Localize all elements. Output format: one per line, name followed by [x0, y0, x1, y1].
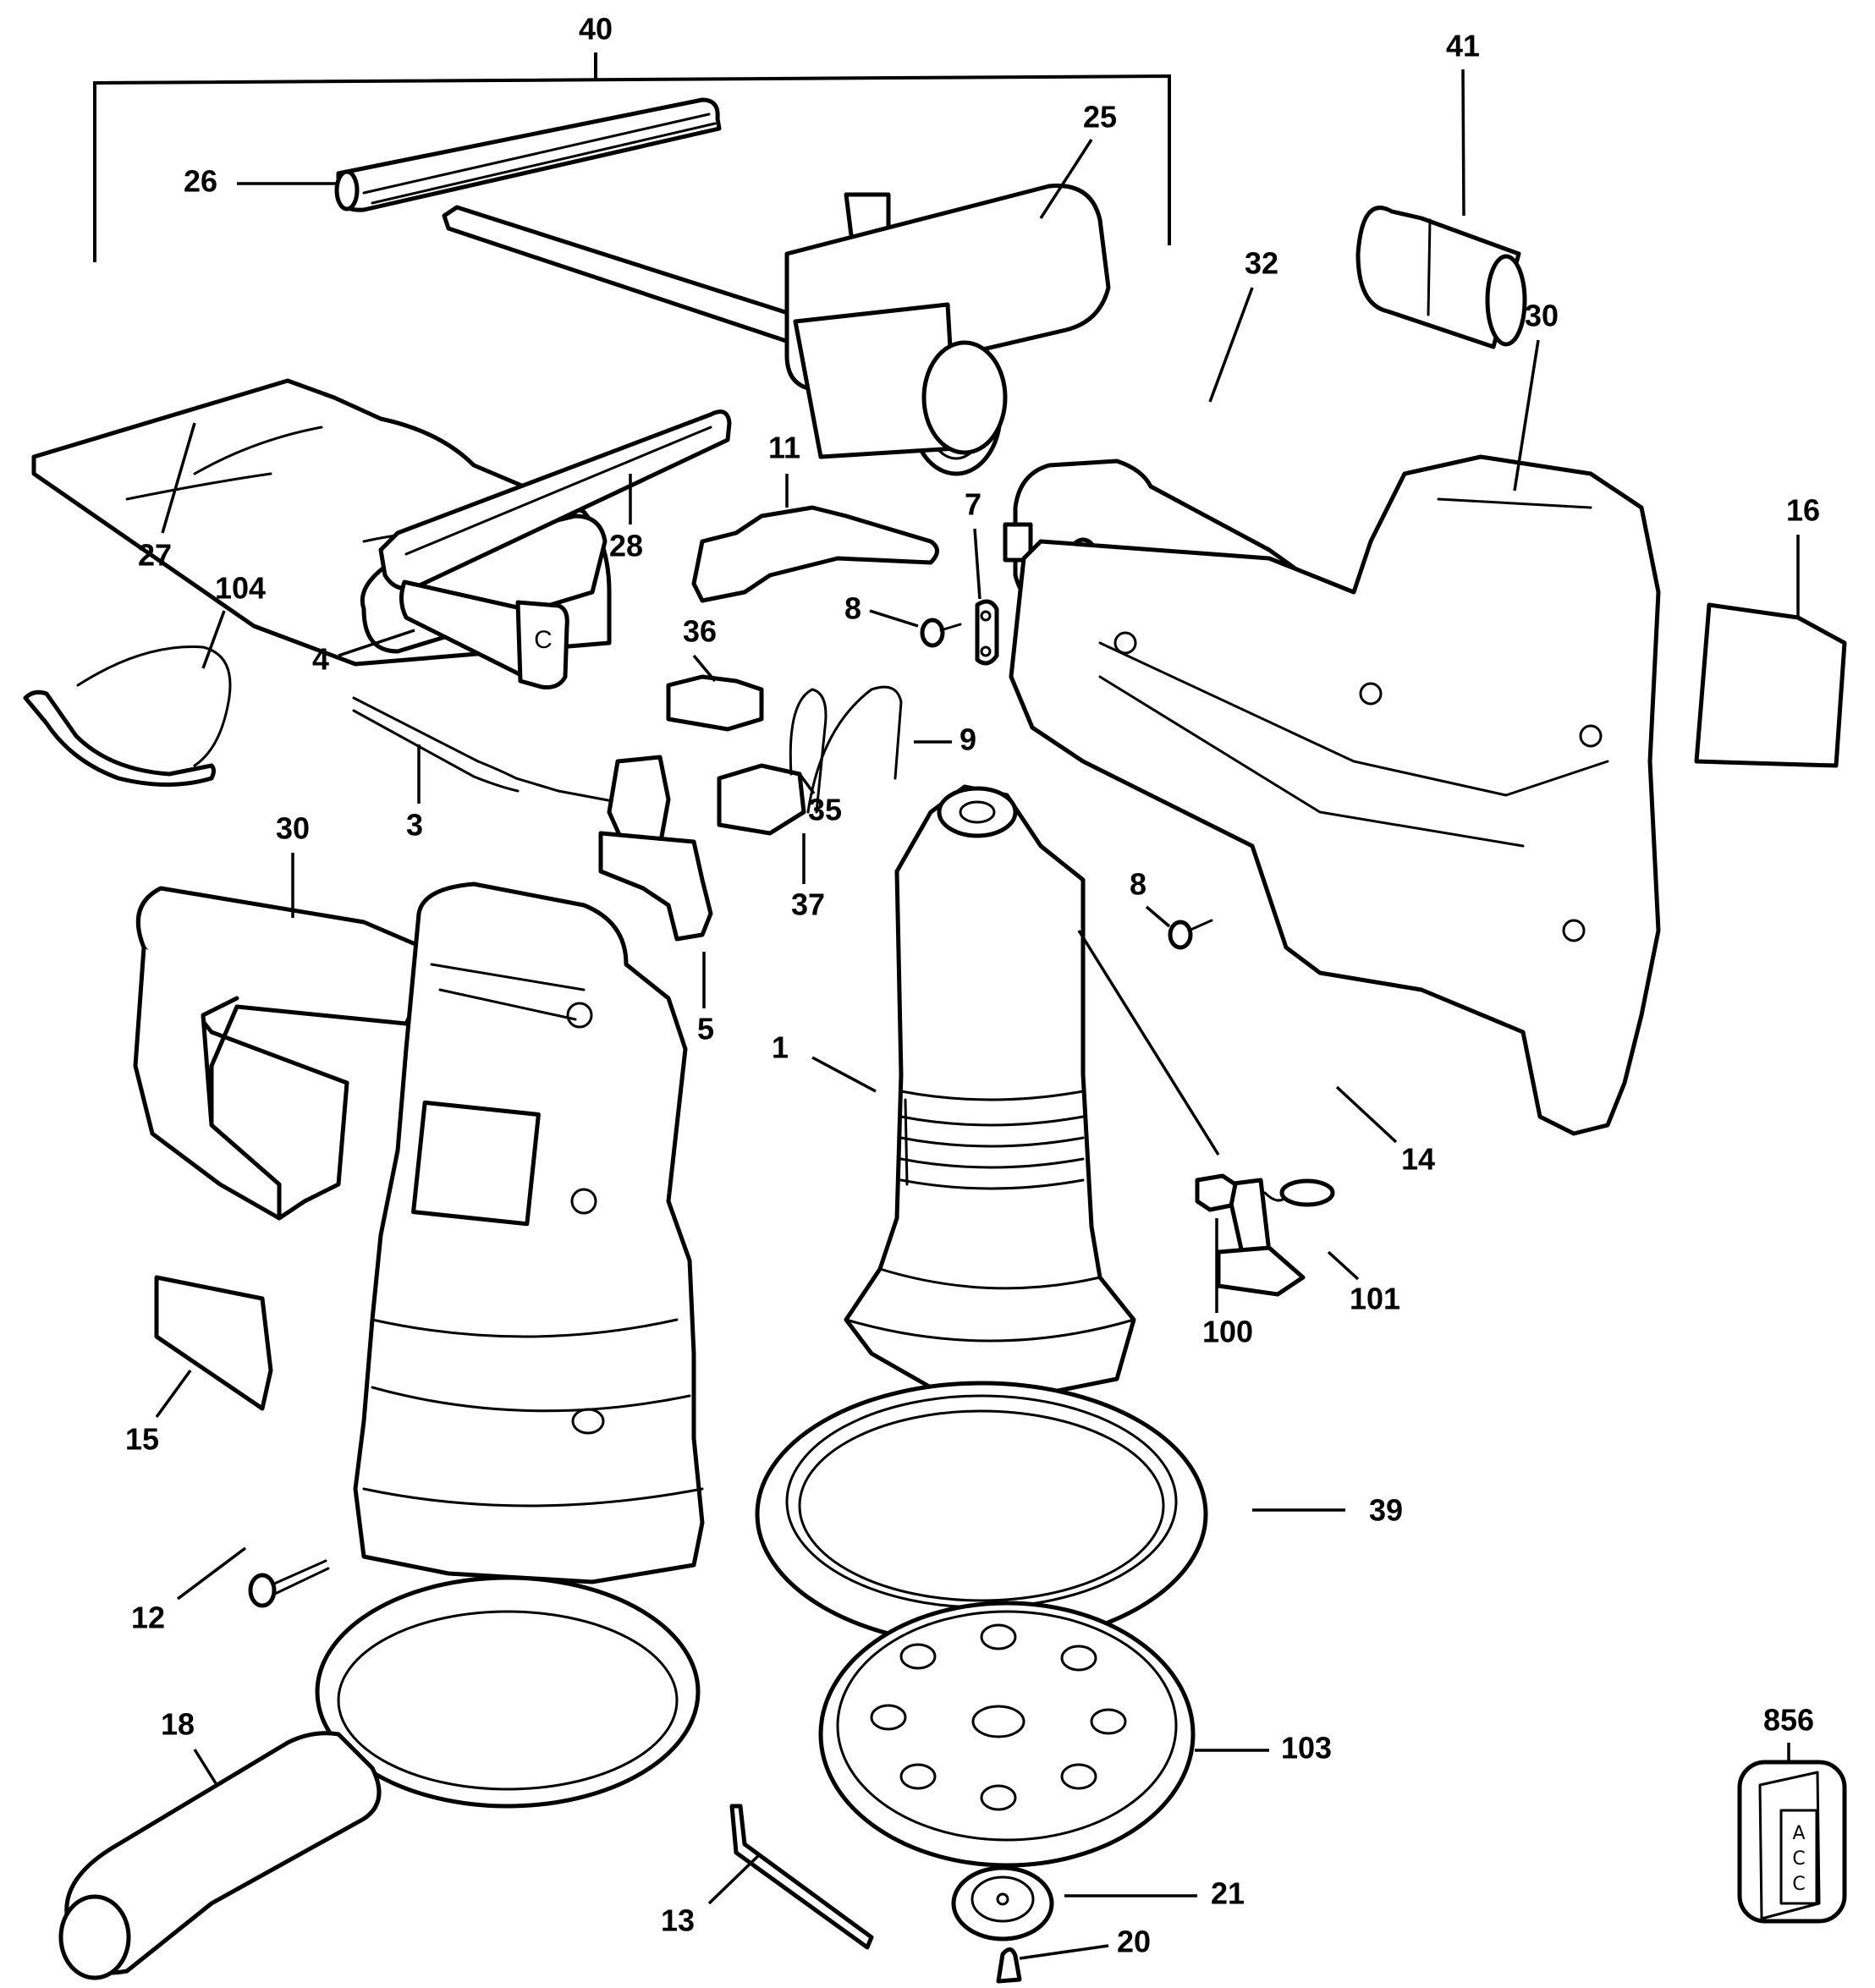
part-100-carbon-brush — [1195, 1173, 1238, 1212]
part-20-screw — [996, 1947, 1022, 1984]
label-101: 101 — [1350, 1282, 1400, 1316]
leader-30-right — [1513, 339, 1540, 492]
part-30-housing-left — [133, 881, 705, 1584]
leader-101 — [1327, 1250, 1360, 1281]
part-28-clip — [378, 409, 732, 591]
label-25: 25 — [1083, 100, 1117, 135]
part-26-dust-tube — [334, 97, 722, 212]
label-26: 26 — [184, 164, 217, 199]
label-36: 36 — [683, 614, 717, 649]
leader-104 — [201, 610, 226, 669]
label-21: 21 — [1211, 1876, 1245, 1911]
part-4-cord-protector: C — [399, 579, 569, 689]
leader-15 — [155, 1369, 192, 1419]
label-9: 9 — [959, 722, 976, 757]
label-15: 15 — [125, 1422, 159, 1457]
part-101-brush-spring — [1263, 1178, 1335, 1207]
part-9-lead-wire — [806, 685, 903, 814]
leader-41 — [1461, 69, 1465, 217]
label-39: 39 — [1369, 1493, 1403, 1528]
part-16-label — [1694, 602, 1847, 768]
part-8-screw-upper — [920, 618, 962, 648]
label-1: 1 — [772, 1030, 789, 1065]
part-41-adaptor — [1355, 206, 1527, 349]
label-30-right: 30 — [1525, 299, 1559, 333]
label-28: 28 — [609, 529, 643, 563]
leader-4 — [338, 629, 415, 657]
label-32: 32 — [1245, 246, 1278, 281]
label-4: 4 — [312, 642, 329, 677]
part-25-dust-port — [442, 184, 1111, 476]
label-8-lower: 8 — [1130, 867, 1146, 902]
label-103: 103 — [1281, 1731, 1332, 1766]
label-100: 100 — [1202, 1315, 1253, 1349]
leader-20 — [1019, 1944, 1109, 1960]
label-11: 11 — [768, 431, 800, 465]
label-27: 27 — [138, 538, 172, 573]
leader-1b — [1077, 930, 1220, 1156]
part-104-cable-tie — [23, 645, 232, 787]
part-3-power-cord — [352, 696, 628, 805]
part-15-label — [154, 1275, 273, 1411]
label-18: 18 — [161, 1707, 195, 1742]
part-8-screw-lower — [1168, 919, 1213, 950]
label-856: 856 — [1763, 1703, 1814, 1738]
leader-12 — [176, 1546, 247, 1601]
part-11-actuator — [691, 505, 939, 603]
part-35-capacitor — [717, 688, 828, 836]
label-12: 12 — [131, 1601, 165, 1635]
bracket-40 — [93, 52, 1171, 262]
label-30-left: 30 — [276, 811, 310, 846]
part-14-brush-holder — [1216, 1178, 1306, 1297]
card-text-c2: C — [1792, 1874, 1805, 1895]
leader-8-upper — [869, 609, 919, 628]
part-7-cord-clamp — [975, 599, 999, 666]
label-41: 41 — [1446, 29, 1480, 63]
leader-14 — [1335, 1085, 1398, 1144]
label-3: 3 — [406, 808, 423, 843]
label-14: 14 — [1401, 1142, 1435, 1177]
label-37: 37 — [791, 887, 825, 922]
part-5-switch — [598, 755, 713, 942]
part-12-screw — [248, 1559, 330, 1608]
leader-36 — [692, 654, 717, 683]
leader-35 — [798, 772, 816, 795]
part-36-bracket — [666, 674, 764, 732]
card-text-a: A — [1792, 1823, 1805, 1844]
part-30-housing-right — [1009, 454, 1661, 1136]
leader-1 — [811, 1056, 877, 1093]
part-18-side-handle — [58, 1575, 701, 1980]
part-1-motor — [844, 784, 1136, 1398]
leader-13 — [707, 1853, 762, 1905]
leader-27 — [161, 422, 196, 534]
part-21-washer — [951, 1865, 1054, 1941]
switch-cover-letter: C — [534, 626, 553, 654]
leader-18 — [193, 1749, 217, 1784]
label-35: 35 — [808, 793, 842, 827]
label-40: 40 — [579, 12, 613, 47]
label-104: 104 — [215, 571, 266, 606]
label-20: 20 — [1117, 1925, 1151, 1959]
label-8-upper: 8 — [844, 591, 861, 626]
label-5: 5 — [697, 1012, 714, 1046]
part-103-backing-pad — [818, 1601, 1196, 1868]
leader-8-lower — [1145, 905, 1171, 928]
leader-7 — [973, 528, 981, 600]
leader-lines — [155, 69, 1800, 1960]
label-7: 7 — [965, 487, 981, 522]
label-13: 13 — [661, 1903, 695, 1938]
leader-32 — [1208, 287, 1254, 403]
card-text-c1: C — [1792, 1848, 1805, 1870]
part-13-hex-key — [729, 1804, 874, 1950]
leader-25 — [1039, 139, 1093, 219]
label-16: 16 — [1786, 493, 1820, 528]
part-856-accessory-card: A C C — [1737, 1760, 1847, 1924]
part-labels: 40 41 25 26 32 30 27 28 11 7 8 104 16 4 … — [125, 12, 1820, 1959]
